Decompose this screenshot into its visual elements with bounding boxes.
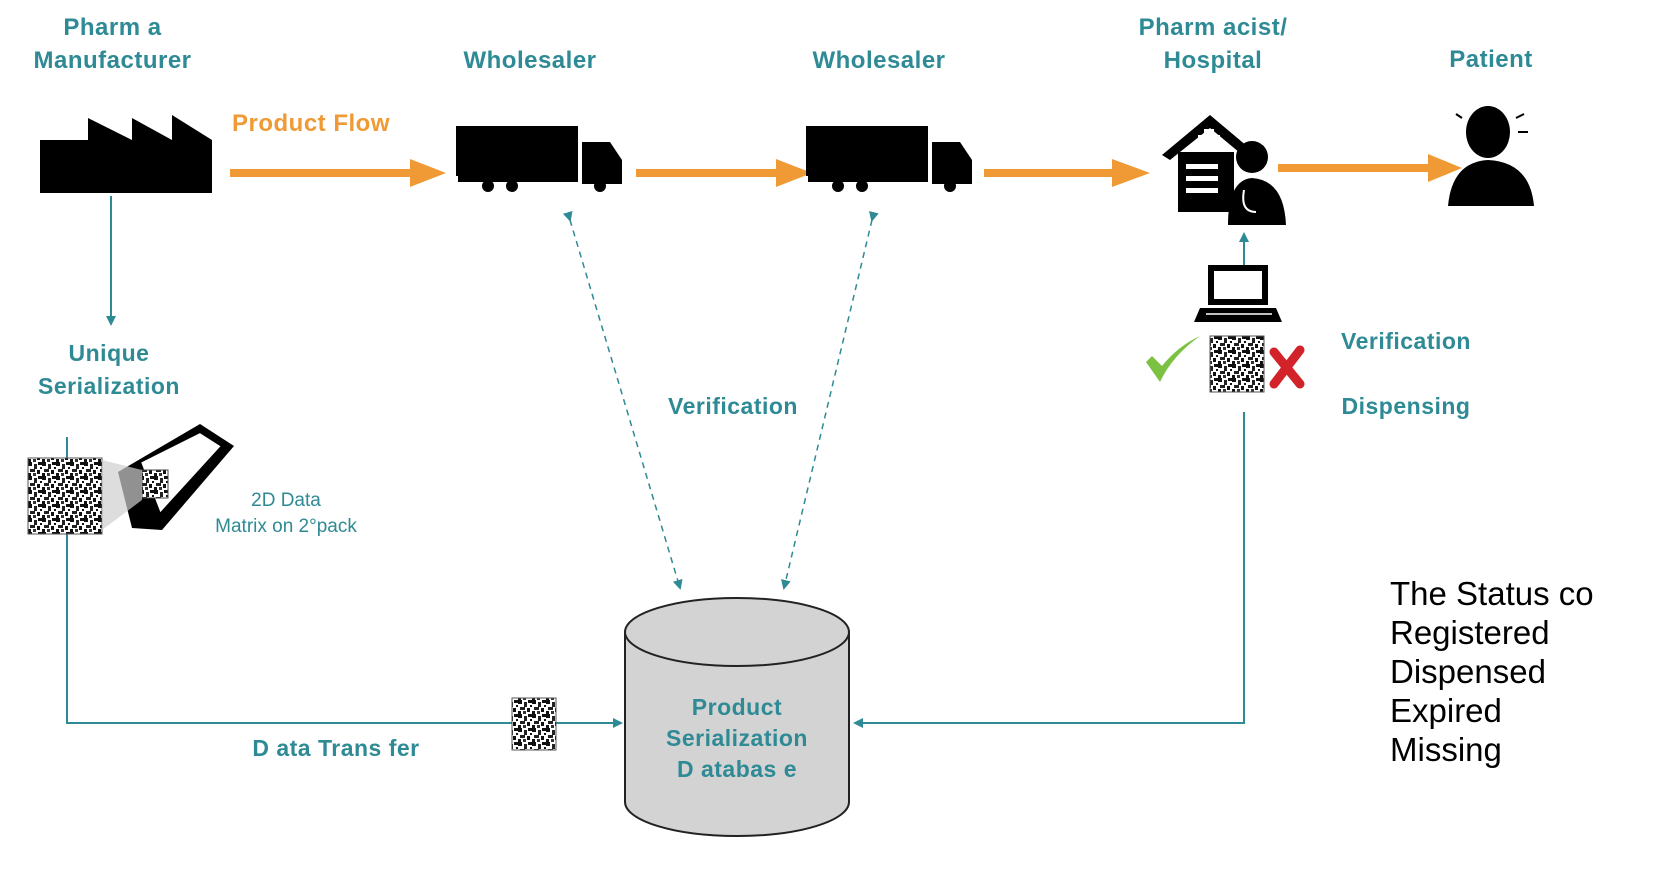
- manufacturer-label: Pharm a Manufacturer: [0, 11, 225, 77]
- status-item-missing: Missing: [1390, 731, 1502, 768]
- status-item-dispensed: Dispensed: [1390, 653, 1546, 690]
- unique-serialization-label: Unique Serialization: [14, 337, 204, 403]
- cross-icon: [1269, 345, 1305, 389]
- database-cylinder-icon: [624, 597, 850, 837]
- dispensing-label: Dispensing: [1341, 393, 1471, 419]
- manufacturer-text: Pharm a Manufacturer: [33, 14, 192, 74]
- truck-icon: [806, 126, 972, 192]
- medicine-pack-icon: [118, 424, 234, 530]
- data-transfer-label: D ata Trans fer: [252, 735, 420, 761]
- status-item-expired: Expired: [1390, 692, 1502, 729]
- product-flow-arrow-1: [230, 159, 446, 187]
- database-text: Product Serialization D atabas e: [666, 694, 808, 782]
- product-flow-arrow-2: [636, 159, 812, 187]
- status-heading: The Status co: [1390, 575, 1594, 612]
- unique-serialization-text: Unique Serialization: [38, 340, 180, 399]
- wholesaler-1-label: Wholesaler: [463, 47, 597, 74]
- datamatrix-icon: [1209, 335, 1265, 393]
- verification-center-label: Verification: [668, 393, 798, 419]
- wholesaler-2-label: Wholesaler: [812, 47, 946, 74]
- product-flow-arrow-3: [984, 159, 1150, 187]
- person-icon: [1448, 106, 1534, 206]
- pharmacy-db-arrow: [853, 412, 1245, 728]
- verification-link-1: [562, 210, 683, 590]
- pharmacist-text: Pharm acist/ Hospital: [1138, 14, 1288, 74]
- datamatrix-caption-text: 2D Data Matrix on 2°pack: [215, 490, 357, 537]
- patient-label: Patient: [1449, 46, 1533, 73]
- hospital-doctor-icon: [1162, 115, 1286, 225]
- checkmark-icon: [1146, 336, 1200, 382]
- factory-icon: [40, 115, 212, 193]
- zoom-beam: [102, 460, 142, 530]
- database-label: Product Serialization D atabas e: [650, 692, 824, 785]
- product-flow-arrow-4: [1278, 154, 1462, 182]
- laptop-icon: [1194, 265, 1282, 322]
- verification-right-label: Verification: [1341, 328, 1471, 354]
- status-item-registered: Registered: [1390, 614, 1550, 651]
- verification-link-2: [780, 211, 879, 590]
- truck-icon: [456, 126, 622, 192]
- product-flow-label: Product Flow: [232, 110, 390, 137]
- pharmacist-label: Pharm acist/ Hospital: [1108, 11, 1318, 77]
- datamatrix-icon: [27, 457, 103, 535]
- datamatrix-caption: 2D Data Matrix on 2°pack: [196, 488, 376, 540]
- status-box: The Status co Registered Dispensed Expir…: [1390, 574, 1594, 769]
- datamatrix-icon: [511, 697, 557, 751]
